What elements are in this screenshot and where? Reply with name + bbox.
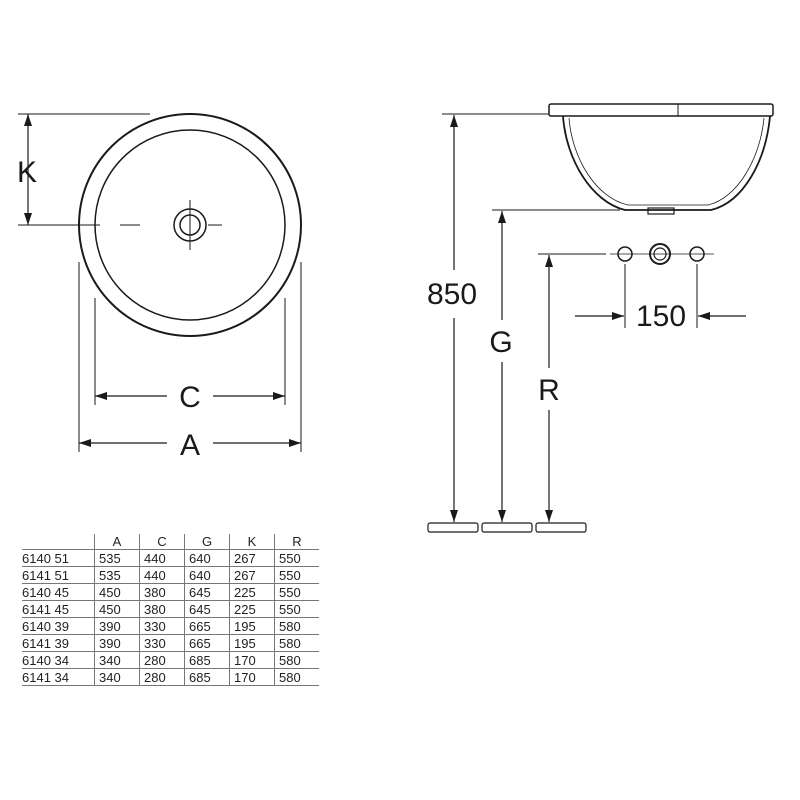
table-cell-model: 6140 39 [22, 617, 95, 635]
table-cell-g: 640 [184, 566, 230, 584]
table-cell-g: 665 [184, 634, 230, 652]
table-cell-model: 6141 34 [22, 668, 95, 686]
table-cell-k: 267 [229, 549, 275, 567]
table-cell-g: 685 [184, 668, 230, 686]
table-cell-r: 580 [274, 617, 319, 635]
table-cell-r: 550 [274, 566, 319, 584]
floor-pad-2 [481, 522, 533, 533]
c-label: C [179, 381, 201, 414]
height-label: 850 [427, 278, 477, 311]
table-cell-r: 580 [274, 634, 319, 652]
table-header-k: K [229, 534, 275, 550]
table-header-a: A [94, 534, 140, 550]
table-cell-k: 225 [229, 600, 275, 618]
g-label: G [489, 326, 512, 359]
table-cell-a: 390 [94, 634, 140, 652]
table-cell-model: 6140 51 [22, 549, 95, 567]
table-cell-k: 170 [229, 668, 275, 686]
table-cell-r: 550 [274, 583, 319, 601]
table-cell-c: 280 [139, 668, 185, 686]
table-cell-k: 195 [229, 617, 275, 635]
top-view [18, 113, 302, 452]
table-cell-r: 580 [274, 668, 319, 686]
table-cell-a: 340 [94, 651, 140, 669]
table-cell-model: 6140 45 [22, 583, 95, 601]
table-cell-a: 450 [94, 600, 140, 618]
basin-bowl-profile [562, 115, 771, 211]
table-cell-model: 6141 45 [22, 600, 95, 618]
table-cell-g: 665 [184, 617, 230, 635]
table-cell-model: 6140 34 [22, 651, 95, 669]
table-cell-k: 195 [229, 634, 275, 652]
a-label: A [180, 429, 200, 462]
table-cell-a: 390 [94, 617, 140, 635]
table-cell-a: 450 [94, 583, 140, 601]
table-cell-model: 6141 51 [22, 566, 95, 584]
basin-bowl-inner-profile [568, 117, 765, 206]
table-cell-c: 330 [139, 617, 185, 635]
k-label: K [17, 156, 37, 189]
table-cell-a: 535 [94, 566, 140, 584]
table-cell-k: 267 [229, 566, 275, 584]
r-label: R [538, 374, 560, 407]
basin-rim-profile [548, 103, 774, 117]
side-view [427, 103, 774, 533]
table-cell-c: 440 [139, 566, 185, 584]
table-cell-k: 225 [229, 583, 275, 601]
table-cell-g: 685 [184, 651, 230, 669]
table-cell-k: 170 [229, 651, 275, 669]
floor-pad-3 [535, 522, 587, 533]
table-cell-a: 340 [94, 668, 140, 686]
floor-pad-1 [427, 522, 479, 533]
table-cell-c: 440 [139, 549, 185, 567]
spacing-label: 150 [636, 300, 686, 333]
drain-outlet-profile [647, 207, 675, 215]
table-cell-model: 6141 39 [22, 634, 95, 652]
table-cell-a: 535 [94, 549, 140, 567]
table-header-row: A C G K R [22, 534, 319, 550]
table-cell-c: 330 [139, 634, 185, 652]
table-header-r: R [274, 534, 319, 550]
table-header-model [22, 534, 95, 550]
table-cell-c: 380 [139, 600, 185, 618]
table-cell-g: 645 [184, 583, 230, 601]
table-header-c: C [139, 534, 185, 550]
table-cell-c: 280 [139, 651, 185, 669]
table-cell-r: 580 [274, 651, 319, 669]
table-cell-g: 640 [184, 549, 230, 567]
table-cell-c: 380 [139, 583, 185, 601]
table-cell-g: 645 [184, 600, 230, 618]
table-cell-r: 550 [274, 549, 319, 567]
table-cell-r: 550 [274, 600, 319, 618]
table-header-g: G [184, 534, 230, 550]
